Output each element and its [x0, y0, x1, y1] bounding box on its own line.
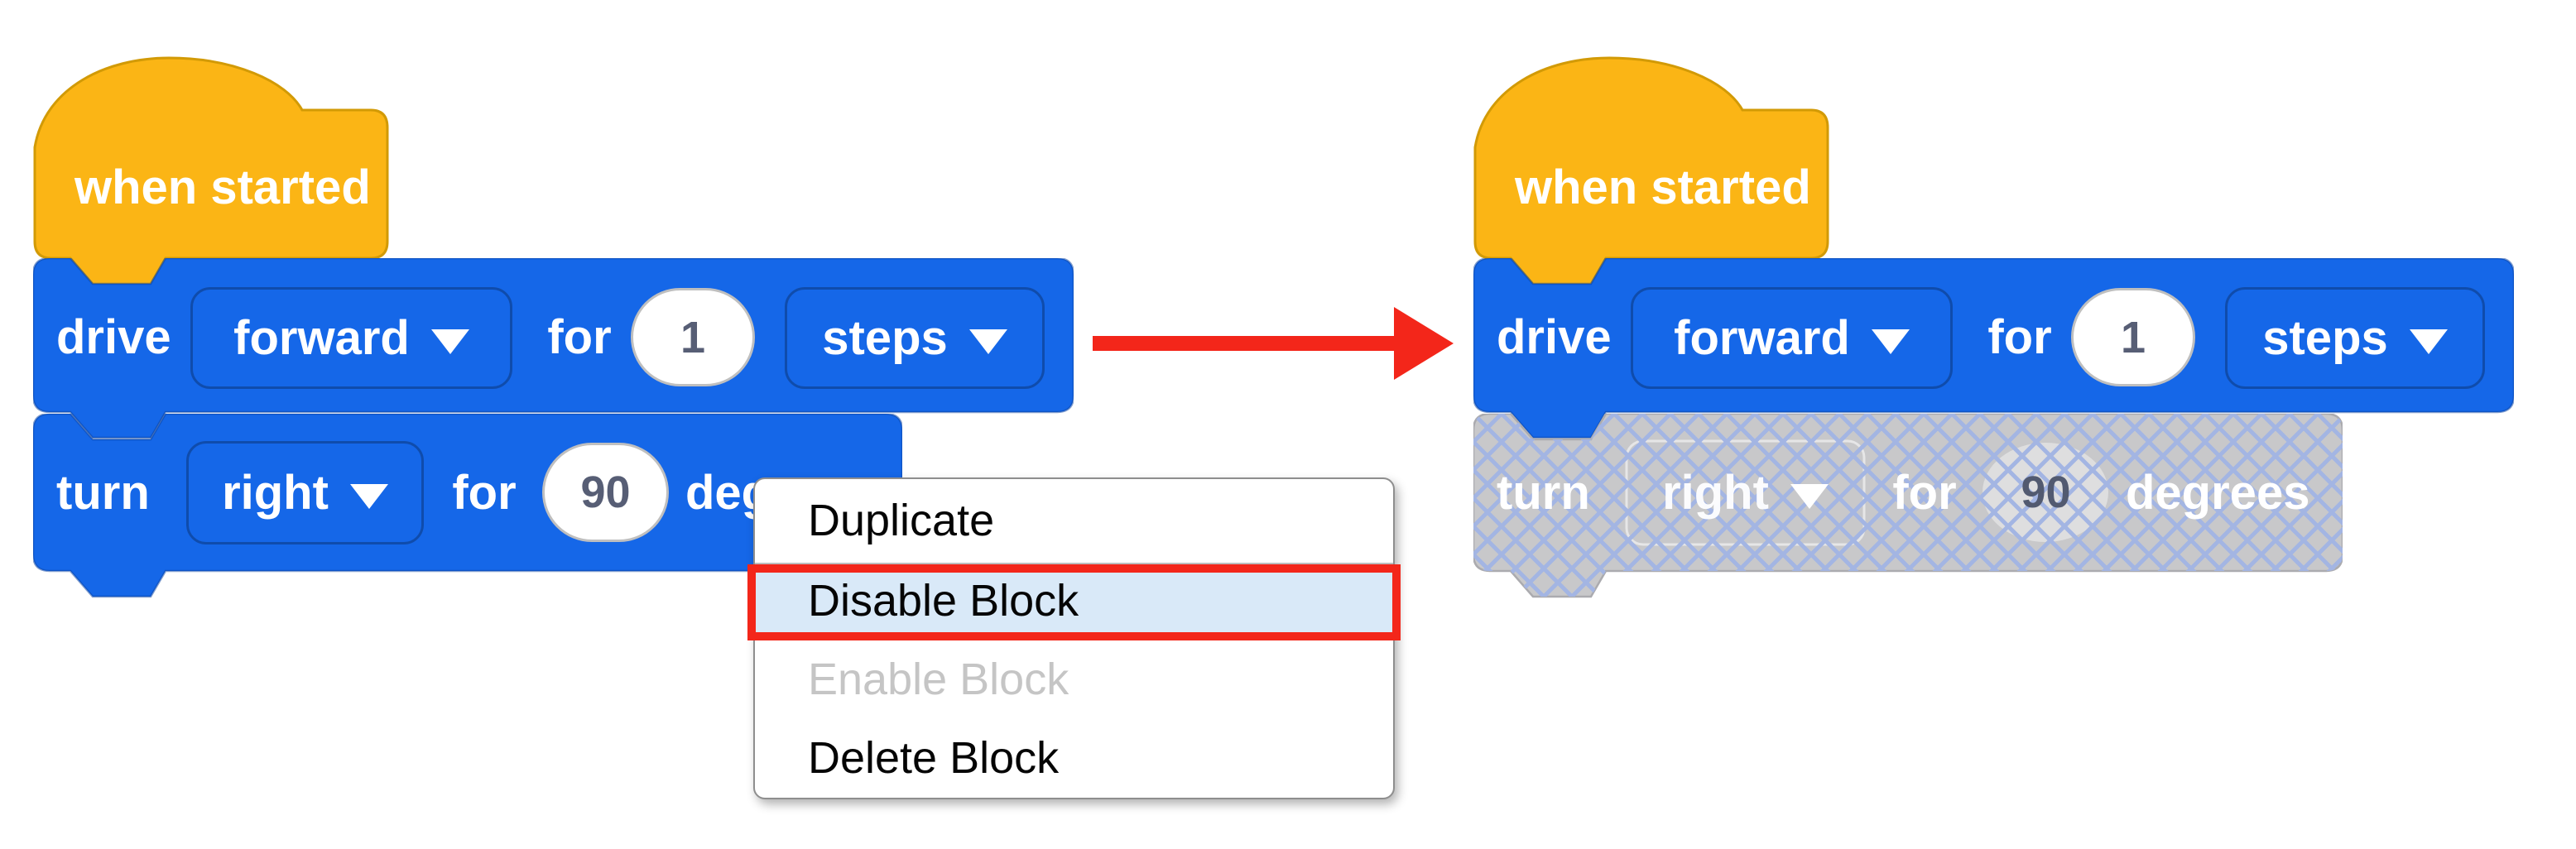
red-arrow-head-icon — [1394, 307, 1454, 380]
chevron-down-icon — [1871, 329, 1910, 354]
chevron-down-icon — [1790, 483, 1829, 509]
chevron-down-icon — [349, 483, 388, 509]
drive-block[interactable] — [1473, 258, 2514, 440]
turn-direction-dropdown[interactable]: right — [1627, 441, 1864, 544]
drive-direction-dropdown[interactable]: forward — [190, 287, 512, 389]
turn-for-label: for — [452, 466, 517, 520]
drive-distance-input[interactable]: 1 — [2071, 288, 2195, 386]
drive-block[interactable] — [33, 258, 1074, 440]
drive-unit-dropdown[interactable]: steps — [2225, 287, 2485, 389]
turn-for-label: for — [1892, 466, 1957, 520]
drive-verb-label: drive — [1497, 310, 1612, 364]
drive-distance-value: 1 — [2120, 312, 2146, 362]
turn-verb-label: turn — [1497, 466, 1590, 520]
drive-direction-value: forward — [1674, 311, 1850, 365]
turn-block-shape — [33, 414, 902, 598]
disabled-hatch-overlay — [1473, 414, 2343, 597]
drive-for-label: for — [547, 310, 612, 364]
drive-for-label: for — [1987, 310, 2052, 364]
menu-item-duplicate[interactable]: Duplicate — [808, 496, 995, 545]
turn-unit-label: degrees — [2126, 466, 2310, 520]
drive-direction-value: forward — [233, 311, 410, 365]
drive-unit-value: steps — [2262, 311, 2388, 365]
menu-item-enable-block: Enable Block — [808, 655, 1069, 704]
drive-verb-label: drive — [56, 310, 171, 364]
drive-distance-input[interactable]: 1 — [631, 288, 755, 386]
turn-direction-value: right — [222, 466, 329, 520]
drive-block-shape — [33, 258, 1074, 439]
red-arrow-line — [1093, 336, 1397, 351]
chevron-down-icon — [968, 329, 1007, 354]
drive-unit-value: steps — [822, 311, 948, 365]
turn-verb-label: turn — [56, 466, 150, 520]
turn-angle-value: 90 — [2021, 468, 2071, 517]
turn-direction-value: right — [1662, 466, 1769, 520]
block-context-menu: Duplicate Disable Block Enable Block Del… — [747, 477, 1401, 799]
drive-block-shape — [1473, 258, 2514, 439]
chevron-down-icon — [2409, 329, 2448, 354]
turn-angle-value: 90 — [580, 468, 631, 517]
hat-block-label: when started — [74, 161, 371, 214]
turn-block-disabled[interactable] — [1473, 414, 2343, 599]
drive-direction-dropdown[interactable]: forward — [1631, 287, 1953, 389]
drive-distance-value: 1 — [680, 312, 706, 362]
chevron-down-icon — [430, 329, 469, 354]
turn-angle-input[interactable]: 90 — [542, 443, 669, 542]
menu-separator — [755, 563, 1393, 564]
turn-angle-input[interactable]: 90 — [1982, 443, 2109, 542]
hat-block-label: when started — [1515, 161, 1811, 214]
menu-item-disable-block[interactable]: Disable Block — [747, 564, 1401, 640]
menu-item-delete-block[interactable]: Delete Block — [808, 733, 1060, 783]
turn-block[interactable] — [33, 414, 902, 599]
turn-direction-dropdown[interactable]: right — [186, 441, 424, 544]
drive-unit-dropdown[interactable]: steps — [785, 287, 1045, 389]
